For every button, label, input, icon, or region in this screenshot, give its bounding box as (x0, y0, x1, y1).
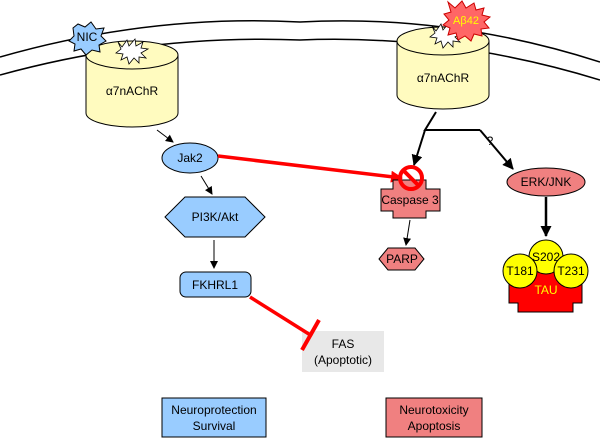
fas-label-line1: FAS (332, 337, 355, 351)
abeta42-ligand-icon (442, 0, 492, 42)
right-receptor (396, 22, 490, 110)
phospho-site-t231-label: T231 (557, 264, 585, 278)
phospho-site-t181 (502, 253, 538, 289)
left-receptor (85, 38, 179, 128)
jak2-node (161, 142, 219, 174)
outcome-neurotoxicity-line1: Neurotoxicity (399, 403, 468, 417)
inhibit-fkhrl1-to-fas (249, 295, 313, 338)
fkhrl1-label: FKHRL1 (192, 278, 238, 292)
parp-label: PARP (386, 252, 418, 266)
phospho-site-t231 (553, 253, 589, 289)
block-sign-icon (398, 165, 424, 191)
fas-label-line2: (Apoptotic) (314, 353, 372, 367)
pi3k-akt-label: PI3K/Akt (192, 210, 239, 224)
abeta42-label: Aβ42 (453, 15, 479, 27)
arrow-caspase3-to-parp (403, 219, 412, 246)
inhibit-fas-bar (300, 319, 321, 351)
pi3k-akt-node (164, 196, 266, 238)
nic-ligand-icon (68, 21, 107, 56)
arrow-split-to-erk (479, 129, 514, 170)
unknown-question-mark: ? (487, 134, 494, 148)
fkhrl1-node (179, 271, 252, 298)
arrow-jak2-to-caspase3 (217, 154, 403, 183)
nic-label: NIC (77, 30, 98, 44)
outcome-neuroprotection-line1: Neuroprotection (171, 403, 256, 417)
outcome-neurotoxicity-line2: Apoptosis (408, 419, 461, 433)
caspase3-label: Caspase 3 (381, 193, 439, 207)
jak2-label: Jak2 (177, 151, 203, 165)
erk-jnk-label: ERK/JNK (521, 175, 572, 189)
left-receptor-label: α7nAChR (106, 84, 159, 98)
arrow-split-to-caspase3 (411, 129, 426, 166)
arrow-receptor-to-jak2 (156, 129, 174, 143)
outcome-neuroprotection-line2: Survival (193, 419, 236, 433)
left-binding-burst-icon (115, 38, 150, 65)
arrow-jak2-to-pi3k (200, 175, 213, 195)
arrow-receptor-to-split (423, 111, 480, 131)
fas-node (302, 331, 384, 372)
outcome-neurotoxicity-box (385, 397, 483, 438)
tau-label: TAU (534, 283, 557, 297)
parp-node (378, 247, 425, 271)
phospho-site-s202-label: S202 (532, 250, 560, 264)
outcome-neuroprotection-box (161, 397, 267, 438)
caspase3-node (380, 179, 441, 219)
erk-jnk-node (506, 167, 586, 197)
right-receptor-label: α7nAChR (417, 71, 470, 85)
phospho-site-t181-label: T181 (506, 264, 534, 278)
